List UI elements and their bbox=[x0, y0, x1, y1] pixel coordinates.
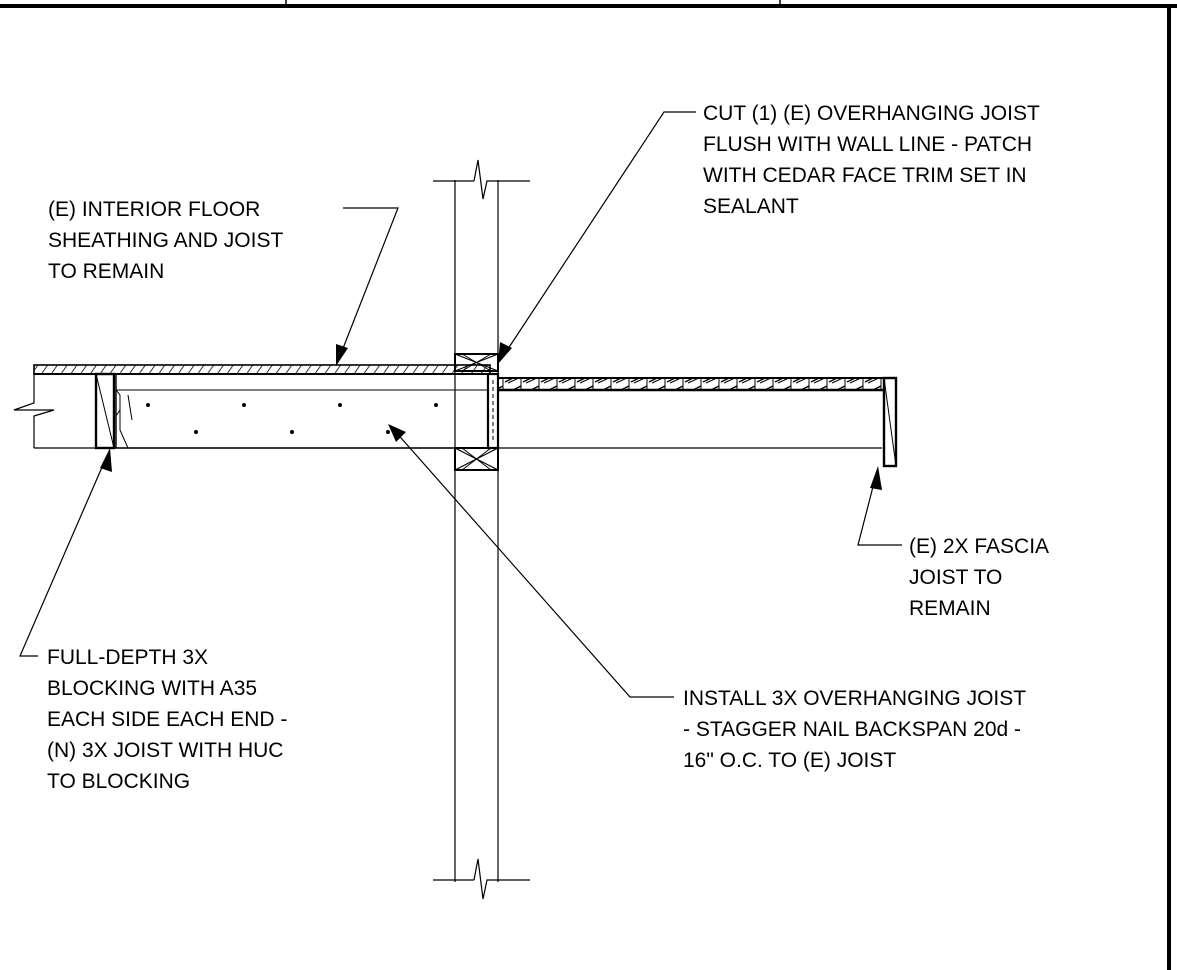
callout-fascia: (E) 2X FASCIA JOIST TO REMAIN bbox=[909, 535, 1049, 620]
note-line: (E) 2X FASCIA bbox=[909, 535, 1049, 558]
note-line: TO REMAIN bbox=[48, 260, 164, 283]
full-depth-blocking bbox=[94, 372, 116, 450]
note-line: (N) 3X JOIST WITH HUC bbox=[47, 739, 283, 762]
new-3x-joist bbox=[115, 373, 489, 449]
note-line: JOIST TO bbox=[909, 566, 1002, 589]
note-line: TO BLOCKING bbox=[47, 770, 190, 793]
cedar-face-trim bbox=[486, 372, 500, 450]
exterior-deck-boards bbox=[497, 377, 885, 392]
bottom-plate bbox=[454, 447, 499, 471]
note-line: (E) INTERIOR FLOOR bbox=[48, 198, 260, 221]
note-line: - STAGGER NAIL BACKSPAN 20d - bbox=[683, 718, 1021, 741]
note-line: BLOCKING WITH A35 bbox=[47, 677, 257, 700]
callout-interior-floor: (E) INTERIOR FLOOR SHEATHING AND JOIST T… bbox=[48, 198, 283, 283]
note-line: SEALANT bbox=[703, 195, 799, 218]
note-line: FULL-DEPTH 3X bbox=[47, 646, 208, 669]
fascia-joist bbox=[882, 376, 898, 468]
note-line: REMAIN bbox=[909, 597, 991, 620]
note-line: FLUSH WITH WALL LINE - PATCH bbox=[703, 133, 1032, 156]
note-line: CUT (1) (E) OVERHANGING JOIST bbox=[703, 102, 1040, 125]
note-line: WITH CEDAR FACE TRIM SET IN bbox=[703, 164, 1027, 187]
leader-lines bbox=[19, 111, 902, 698]
note-line: EACH SIDE EACH END - bbox=[47, 708, 287, 731]
note-line: 16" O.C. TO (E) JOIST bbox=[683, 749, 896, 772]
note-line: SHEATHING AND JOIST bbox=[48, 229, 283, 252]
leader-arrowheads bbox=[100, 342, 882, 490]
interior-floor-sheathing bbox=[33, 364, 491, 375]
nail-pattern bbox=[146, 403, 438, 434]
wall-section bbox=[433, 159, 530, 900]
callout-install-joist: INSTALL 3X OVERHANGING JOIST - STAGGER N… bbox=[683, 687, 1026, 772]
note-line: INSTALL 3X OVERHANGING JOIST bbox=[683, 687, 1026, 710]
callout-blocking: FULL-DEPTH 3X BLOCKING WITH A35 EACH SID… bbox=[47, 646, 287, 793]
callout-cut-joist: CUT (1) (E) OVERHANGING JOIST FLUSH WITH… bbox=[703, 102, 1040, 218]
